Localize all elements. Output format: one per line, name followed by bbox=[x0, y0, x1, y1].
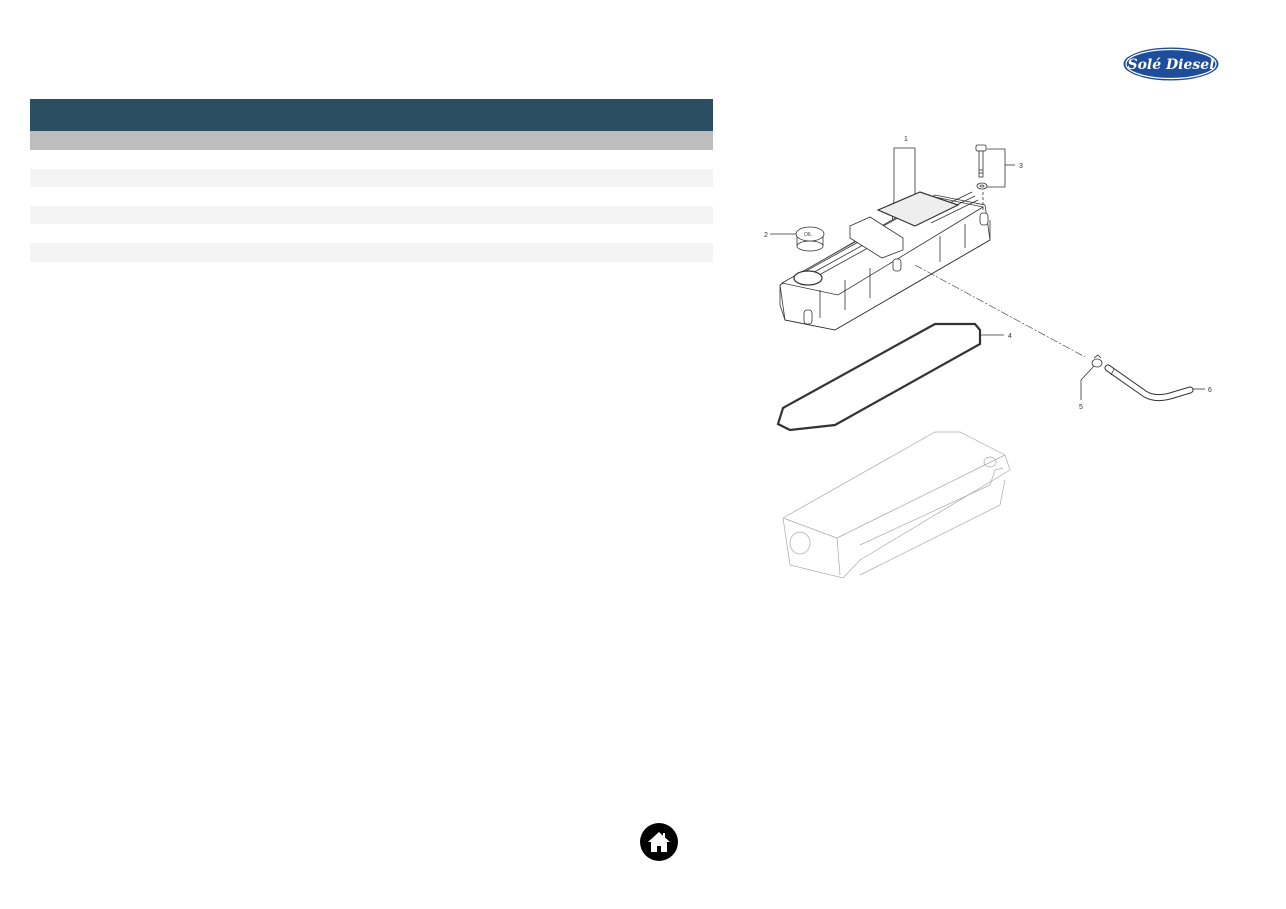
cylinder-head-reference bbox=[782, 431, 1011, 579]
clamp-part bbox=[1091, 354, 1103, 368]
callout-5: 5 bbox=[1079, 365, 1095, 411]
sole-diesel-logo: Solé Diesel bbox=[1121, 45, 1221, 83]
table-row bbox=[30, 242, 713, 262]
exploded-parts-diagram: 1 2 3 4 5 6 bbox=[750, 125, 1230, 595]
svg-text:2: 2 bbox=[764, 232, 768, 239]
table-row bbox=[30, 205, 713, 225]
parts-table bbox=[30, 99, 713, 262]
logo-text: Solé Diesel bbox=[1127, 57, 1214, 73]
home-button[interactable] bbox=[640, 823, 678, 861]
svg-text:6: 6 bbox=[1208, 387, 1212, 394]
table-row bbox=[30, 187, 713, 206]
table-row bbox=[30, 150, 713, 169]
bolt-washer-part bbox=[975, 144, 988, 212]
oil-cap-part: OIL bbox=[795, 226, 825, 252]
svg-text:3: 3 bbox=[1019, 163, 1023, 170]
svg-text:5: 5 bbox=[1079, 404, 1083, 411]
table-row bbox=[30, 224, 713, 243]
svg-text:OIL: OIL bbox=[804, 232, 812, 238]
valve-cover-part bbox=[779, 191, 991, 331]
svg-text:4: 4 bbox=[1008, 333, 1012, 340]
table-header bbox=[30, 99, 713, 131]
gasket-part bbox=[776, 322, 982, 432]
table-row bbox=[30, 168, 713, 188]
callout-2: 2 bbox=[764, 232, 796, 239]
table-column-header bbox=[30, 131, 713, 150]
callout-4: 4 bbox=[980, 333, 1012, 340]
callout-6: 6 bbox=[1191, 387, 1212, 394]
breather-hose-part bbox=[1104, 364, 1194, 402]
home-icon bbox=[648, 832, 670, 852]
svg-text:1: 1 bbox=[904, 136, 908, 143]
callout-3: 3 bbox=[987, 148, 1023, 188]
